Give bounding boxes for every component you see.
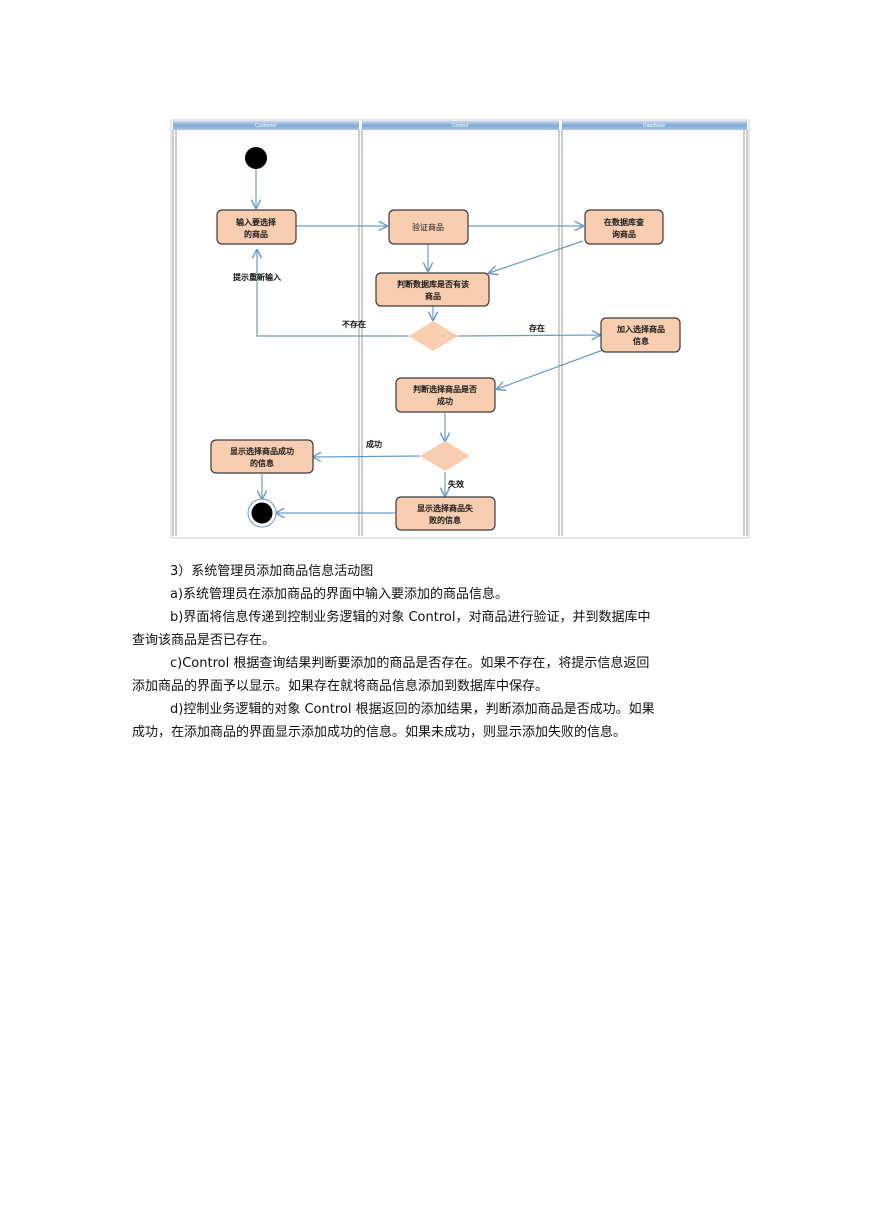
edge-not-exists [257,250,409,337]
decision-exists [409,321,458,351]
svg-text:的商品: 的商品 [244,229,268,239]
svg-text:成功: 成功 [437,396,453,406]
activity-diagram: Customer Control DataBase [163,116,767,544]
paragraph-d-line2: 成功，在添加商品的界面显示添加成功的信息。如果未成功，则显示添加失败的信息。 [132,725,627,740]
edge-exists [457,335,600,336]
svg-text:Customer: Customer [255,123,277,129]
edge-success [313,456,421,457]
swimlane-customer: Customer [173,121,359,130]
lane-dividers [172,130,748,536]
svg-text:DataBase: DataBase [643,123,665,129]
node-verify-product: 验证商品 [388,209,469,245]
svg-text:败的信息: 败的信息 [429,515,461,525]
label-success: 成功 [366,439,382,449]
description-text: 3）系统管理员添加商品信息活动图 a)系统管理员在添加商品的界面中输入要添加的商… [132,560,742,744]
svg-text:的信息: 的信息 [250,458,274,468]
paragraph-b-line2: 查询该商品是否已存在。 [132,633,276,648]
label-not-exists: 不存在 [342,319,366,329]
label-reenter: 提示重新输入 [233,272,281,282]
svg-text:商品: 商品 [425,291,441,301]
swimlane-control: Control [362,121,559,130]
node-show-success: 显示选择商品成功 的信息 [210,439,314,474]
swimlane-database: DataBase [562,121,747,130]
section-heading: 3）系统管理员添加商品信息活动图 [170,564,374,579]
edge-query-to-check [489,240,584,273]
paragraph-b-line1: b)界面将信息传递到控制业务逻辑的对象 Control，对商品进行验证，并到数据… [170,610,651,625]
paragraph-c-line2: 添加商品的界面予以显示。如果存在就将商品信息添加到数据库中保存。 [132,679,549,694]
node-check-exists: 判断数据库是否有该 商品 [375,272,490,307]
end-node [247,498,277,528]
node-check-success: 判断选择商品是否 成功 [395,377,496,413]
paragraph-d-line1: d)控制业务逻辑的对象 Control 根据返回的添加结果，判断添加商品是否成功… [170,702,655,717]
decision-success [420,441,470,471]
start-node [245,147,267,169]
node-show-fail: 显示选择商品失 败的信息 [395,496,496,531]
svg-text:判断数据库是否有该: 判断数据库是否有该 [397,279,469,289]
edges [256,169,604,513]
svg-text:在数据库查: 在数据库查 [604,217,645,227]
paragraph-c-line1: c)Control 根据查询结果判断要添加的商品是否存在。如果不存在，将提示信息… [170,656,650,671]
svg-text:Control: Control [452,123,468,129]
svg-text:显示选择商品失: 显示选择商品失 [417,503,474,513]
svg-text:询商品: 询商品 [612,229,636,239]
svg-text:信息: 信息 [633,336,649,346]
node-add-selected: 加入选择商品 信息 [600,317,681,353]
svg-text:显示选择商品成功: 显示选择商品成功 [230,446,294,456]
paragraph-a: a)系统管理员在添加商品的界面中输入要添加的商品信息。 [170,587,509,602]
svg-text:加入选择商品: 加入选择商品 [616,324,665,334]
node-query-db: 在数据库查 询商品 [584,209,664,245]
label-fail: 失效 [448,479,464,489]
svg-text:判断选择商品是否: 判断选择商品是否 [413,384,477,394]
label-exists: 存在 [528,323,545,333]
svg-text:验证商品: 验证商品 [412,222,444,232]
edge-add-to-checksuccess [497,349,604,389]
svg-text:输入要选择: 输入要选择 [236,217,277,227]
node-input-product: 输入要选择 的商品 [216,209,297,245]
